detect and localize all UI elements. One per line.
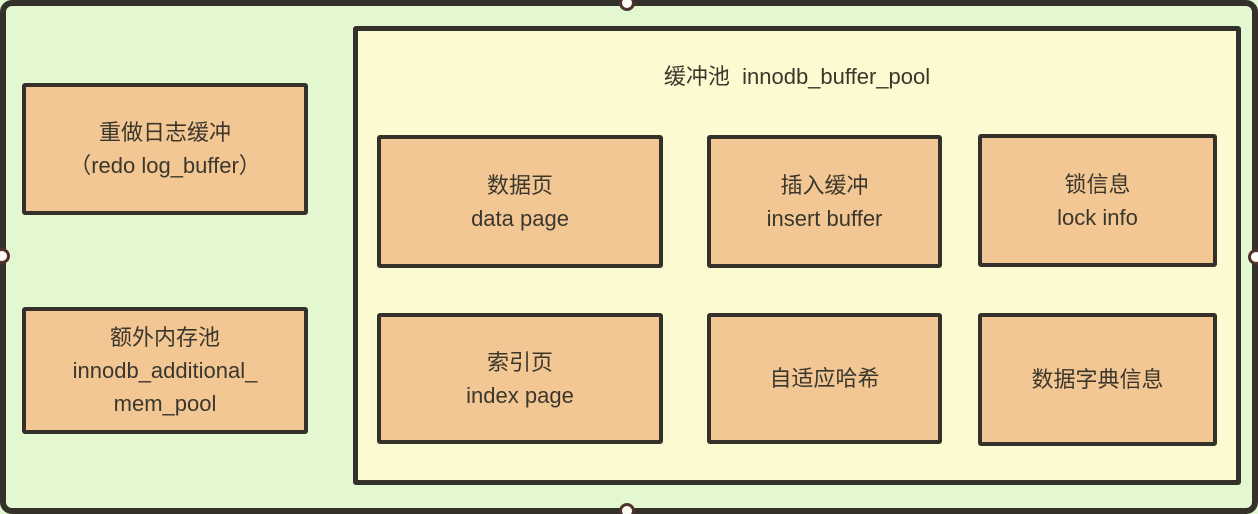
- shape-label-cn: 锁信息: [1064, 171, 1131, 197]
- shape-label-cn: 插入缓冲: [780, 172, 869, 198]
- shape-additional-mem-pool[interactable]: 额外内存池 innodb_additional_ mem_pool: [22, 307, 308, 434]
- shape-label-cn: 索引页: [486, 349, 553, 375]
- shape-label-cn: 重做日志缓冲: [98, 120, 231, 145]
- shape-index-page[interactable]: 索引页 index page: [377, 313, 663, 444]
- shape-redo-log-buffer[interactable]: 重做日志缓冲 （redo log_buffer）: [22, 83, 308, 215]
- shape-label-en: data page: [471, 205, 569, 231]
- resize-handle-bottom[interactable]: [619, 503, 635, 514]
- resize-handle-top[interactable]: [619, 0, 635, 11]
- buffer-pool-title: 缓冲池 innodb_buffer_pool: [663, 64, 931, 89]
- shape-label-cn: 数据字典信息: [1031, 367, 1164, 392]
- resize-handle-left[interactable]: [0, 248, 10, 264]
- shape-data-page[interactable]: 数据页 data page: [377, 135, 663, 268]
- shape-label-cn: 额外内存池: [109, 325, 220, 350]
- shape-label-en: index page: [466, 382, 574, 408]
- shape-label-en: （redo log_buffer）: [69, 153, 261, 178]
- shape-label-en: innodb_additional_: [72, 358, 258, 383]
- shape-data-dictionary-info[interactable]: 数据字典信息: [978, 313, 1217, 446]
- shape-buffer-pool-container[interactable]: 缓冲池 innodb_buffer_pool 数据页 data page 插入缓…: [353, 26, 1241, 485]
- shape-label-cn: 数据页: [486, 172, 553, 198]
- shape-lock-info[interactable]: 锁信息 lock info: [978, 134, 1217, 267]
- shape-label-en: insert buffer: [766, 205, 883, 231]
- shape-adaptive-hash[interactable]: 自适应哈希: [707, 313, 942, 444]
- shape-label-en2: mem_pool: [113, 391, 217, 416]
- resize-handle-right[interactable]: [1248, 249, 1258, 265]
- shape-label-en: lock info: [1057, 204, 1138, 230]
- shape-insert-buffer[interactable]: 插入缓冲 insert buffer: [707, 135, 942, 268]
- shape-label-cn: 自适应哈希: [769, 366, 880, 391]
